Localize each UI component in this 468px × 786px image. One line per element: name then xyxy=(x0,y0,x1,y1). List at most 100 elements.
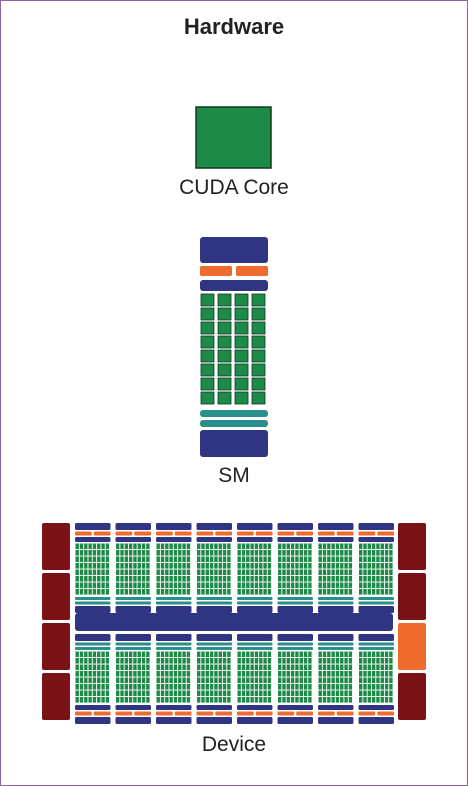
device-sm-core xyxy=(263,569,267,576)
device-sm-core xyxy=(116,589,120,595)
device-sm-core xyxy=(254,684,259,690)
device-sm-core xyxy=(178,684,182,690)
device-sm-core xyxy=(128,589,133,595)
device-sm-core xyxy=(331,664,335,671)
device-sm-core xyxy=(173,671,178,677)
device-memory-block-right xyxy=(398,623,426,670)
device-sm-core xyxy=(290,697,295,703)
device-sm-dispatch xyxy=(115,711,133,716)
device-sm-ldst xyxy=(358,601,394,605)
device-sm-control xyxy=(115,523,151,530)
device-sm-core xyxy=(146,543,150,550)
device-sm-control xyxy=(237,606,273,613)
device-sm-core xyxy=(259,651,263,658)
device-sm-core xyxy=(263,556,267,563)
device-sm-core xyxy=(227,658,231,664)
device-sm-core xyxy=(282,589,286,595)
device-sm-core xyxy=(182,556,186,563)
sm-cuda-core xyxy=(251,335,266,349)
device-sm-ldst xyxy=(156,647,192,650)
device-sm-core xyxy=(259,684,263,690)
device-sm-core xyxy=(92,589,97,595)
device-sm-core xyxy=(169,651,173,658)
device-sm-core xyxy=(389,556,393,563)
device-sm-core xyxy=(241,690,246,697)
device-sm-core xyxy=(173,697,178,703)
device-sm-core xyxy=(367,684,372,690)
device-sm-core xyxy=(246,582,250,589)
device-sm-core xyxy=(173,684,178,690)
device-sm-core xyxy=(218,690,222,697)
device-sm-core xyxy=(250,543,254,550)
device-sm-core xyxy=(88,677,92,684)
device-sm-core xyxy=(384,658,389,664)
device-sm-core xyxy=(348,569,353,576)
device-sm-core xyxy=(380,543,384,550)
device-sm-core xyxy=(105,677,110,684)
device-sm-control xyxy=(277,537,313,542)
device-sm-core xyxy=(340,658,344,664)
device-sm-core xyxy=(141,664,146,671)
device-sm-dispatch xyxy=(134,531,151,536)
device-sm-core xyxy=(101,582,105,589)
device-sm-core xyxy=(376,569,380,576)
device-sm-core xyxy=(363,556,367,563)
device-sm-core xyxy=(156,576,160,582)
device-sm-core xyxy=(241,556,246,563)
sm-cuda-core xyxy=(200,349,215,363)
device-sm-ldst xyxy=(358,597,394,600)
device-sm-core xyxy=(124,550,129,556)
device-sm-core xyxy=(101,556,105,563)
device-sm-core xyxy=(327,658,331,664)
device-sm-core xyxy=(201,690,205,697)
device-sm-core xyxy=(367,677,372,684)
device-sm-core xyxy=(156,563,160,569)
diagram-title: Hardware xyxy=(183,14,285,39)
device-sm-control xyxy=(237,717,273,724)
device-sm-core xyxy=(124,589,129,595)
device-sm-core xyxy=(75,556,79,563)
device-sm-dispatch xyxy=(296,711,313,716)
device-sm-dispatch xyxy=(134,711,151,716)
device-sm-core xyxy=(335,690,340,697)
device-sm-core xyxy=(389,543,393,550)
device-sm-core xyxy=(308,651,312,658)
device-sm-core xyxy=(318,658,322,664)
device-sm-control xyxy=(156,523,192,530)
device-sm-core xyxy=(79,550,84,556)
device-sm-core xyxy=(197,684,201,690)
device-sm-core xyxy=(237,677,241,684)
device-sm-core xyxy=(259,677,263,684)
sm-cuda-core xyxy=(217,391,232,405)
device-sm-core xyxy=(335,684,340,690)
device-sm-core xyxy=(88,664,92,671)
device-sm-core xyxy=(267,576,272,582)
device-sm-core xyxy=(116,677,120,684)
device-sm-core xyxy=(303,569,308,576)
device-sm-core xyxy=(371,589,376,595)
device-sm-control xyxy=(115,717,151,724)
device-sm-ldst xyxy=(237,642,273,646)
device-sm-ldst xyxy=(318,601,354,605)
device-sm-core xyxy=(376,563,380,569)
device-sm-core xyxy=(254,582,259,589)
device-sm-core xyxy=(124,664,129,671)
device-sm-core xyxy=(295,677,299,684)
device-sm-core xyxy=(124,651,129,658)
device-sm-core xyxy=(84,671,88,677)
device-sm-core xyxy=(303,697,308,703)
device-sm-core xyxy=(218,664,222,671)
device-sm-core xyxy=(318,569,322,576)
sm-cuda-core xyxy=(251,307,266,321)
device-sm-core xyxy=(128,550,133,556)
device-sm-control xyxy=(277,705,313,710)
device-sm-core xyxy=(209,690,214,697)
device-sm-core xyxy=(367,569,372,576)
device-sm-core xyxy=(97,550,101,556)
device-sm-core xyxy=(254,563,259,569)
device-sm-core xyxy=(116,658,120,664)
device-sm-core xyxy=(120,651,124,658)
device-sm-core xyxy=(156,543,160,550)
device-sm-core xyxy=(299,664,303,671)
